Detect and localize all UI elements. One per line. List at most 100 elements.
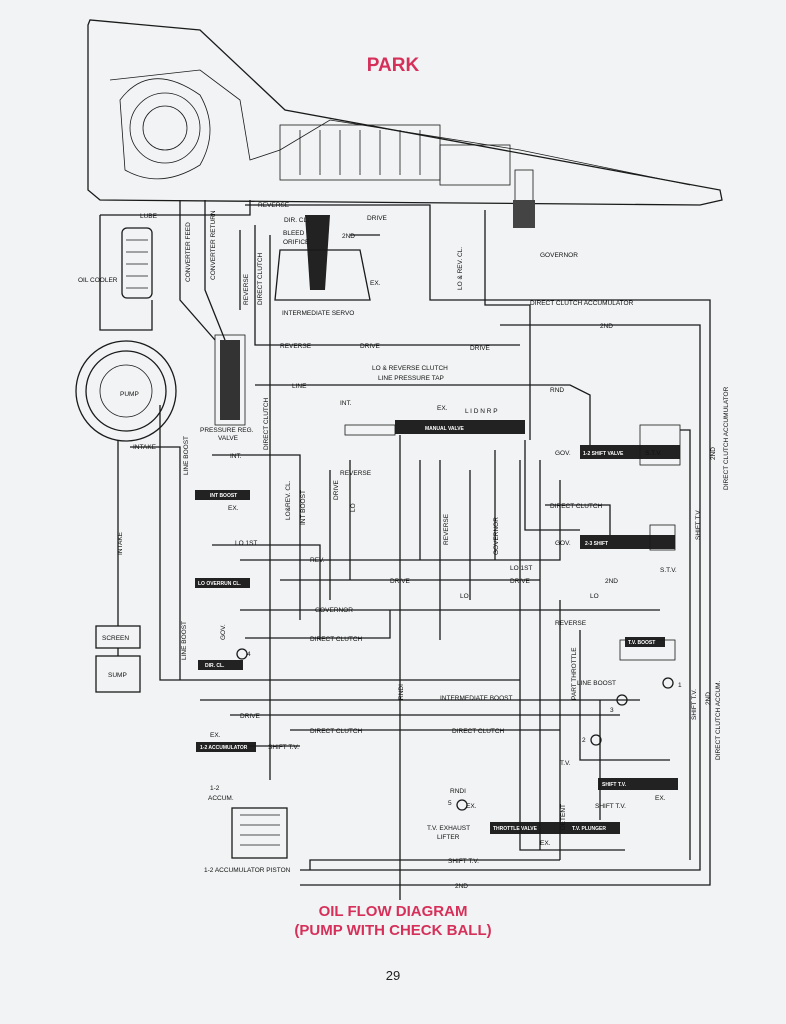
label-2nd-top: 2ND bbox=[342, 233, 355, 240]
subtitle-line-1: OIL FLOW DIAGRAM bbox=[318, 903, 468, 920]
label-tv-plunger: T.V. PLUNGER bbox=[572, 826, 606, 832]
label-ex-intboost: EX. bbox=[228, 505, 239, 512]
label-reverse-vert2: REVERSE bbox=[443, 513, 450, 545]
label-one-two: 1-2 bbox=[210, 785, 220, 792]
diagram-title: PARK bbox=[366, 55, 420, 76]
label-ex-tv: EX. bbox=[466, 803, 477, 810]
label-drive-vert: DRIVE bbox=[333, 479, 340, 500]
label-int-boost-valve: INT BOOST bbox=[210, 493, 237, 499]
tv-boost-valve bbox=[619, 637, 676, 661]
throttle-valve bbox=[490, 822, 620, 834]
shift-tv-valve bbox=[598, 778, 678, 790]
label-direct-clutch-bottom: DIRECT CLUTCH bbox=[310, 728, 363, 735]
label-rnd: RND bbox=[550, 387, 564, 394]
label-shift-tv-right: SHIFT T.V. bbox=[595, 803, 626, 810]
label-int-left: INT. bbox=[230, 453, 242, 460]
label-ex-servo: EX. bbox=[370, 280, 381, 287]
oil-passages bbox=[100, 200, 711, 900]
pump bbox=[75, 340, 177, 442]
label-drive-top: DRIVE bbox=[367, 215, 388, 222]
subtitle-line-2: (PUMP WITH CHECK BALL) bbox=[294, 922, 492, 939]
label-2nd-low: 2ND bbox=[605, 578, 618, 585]
label-direct-clutch-right: DIRECT CLUTCH bbox=[550, 503, 603, 510]
label-lo-1st-right: LO 1ST bbox=[510, 565, 532, 572]
label-ex-accum: EX. bbox=[210, 732, 221, 739]
label-stv-1: S.T.V. bbox=[645, 450, 662, 457]
label-direct-clutch-accumulator: DIRECT CLUTCH ACCUMULATOR bbox=[530, 300, 634, 307]
label-intermediate-boost: INTERMEDIATE BOOST bbox=[440, 695, 512, 702]
label-shift-tv-vert: SHIFT T.V. bbox=[695, 509, 702, 540]
label-ex-shift: EX. bbox=[655, 795, 666, 802]
label-lo-rev-cl2: LO&REV. CL. bbox=[285, 480, 292, 520]
check-ball-1 bbox=[662, 677, 674, 689]
label-intake: INTAKE bbox=[133, 444, 157, 451]
check-ball-4 bbox=[236, 648, 248, 660]
int-boost-valve bbox=[195, 490, 250, 500]
check-ball-3 bbox=[616, 694, 628, 706]
transmission-case bbox=[87, 19, 723, 228]
label-int: INT. bbox=[340, 400, 352, 407]
label-lo-overrun: LO OVERRUN CL. bbox=[198, 581, 241, 587]
label-one-two-accumulator: 1-2 ACCUMULATOR bbox=[200, 745, 248, 751]
check-ball-2 bbox=[590, 734, 602, 746]
label-gov-2: GOV. bbox=[555, 540, 571, 547]
label-line: LINE bbox=[292, 383, 307, 390]
label-dir-cl: DIR. CL. bbox=[284, 217, 309, 224]
label-ldnrp: L I D N R P bbox=[465, 408, 498, 415]
label-reverse-vert: REVERSE bbox=[243, 273, 250, 305]
oil-cooler bbox=[99, 215, 153, 331]
label-line-boost-right: LINE BOOST bbox=[577, 680, 616, 687]
manual-valve bbox=[344, 420, 525, 436]
label-direct-clutch-bottom2: DIRECT CLUTCH bbox=[452, 728, 505, 735]
label-governor-top: GOVERNOR bbox=[540, 252, 578, 259]
intermediate-servo bbox=[274, 215, 371, 301]
label-1: 1 bbox=[678, 682, 682, 689]
label-direct-clutch-low: DIRECT CLUTCH bbox=[310, 636, 363, 643]
label-intake-vert: INTAKE bbox=[117, 531, 124, 555]
label-shift-tv-bottom: SHIFT T.V. bbox=[448, 858, 479, 865]
label-reverse-right: REVERSE bbox=[555, 620, 587, 627]
label-reverse-low: REVERSE bbox=[340, 470, 372, 477]
label-rev: REV. bbox=[310, 557, 325, 564]
label-sump: SUMP bbox=[108, 672, 127, 679]
label-shift-tv-valve: SHIFT T.V. bbox=[602, 782, 627, 788]
label-shift-valve-12: 1-2 SHIFT VALVE bbox=[583, 451, 624, 457]
label-tv-boost: T.V. BOOST bbox=[628, 640, 655, 646]
label-shift-valve-23: 2-3 SHIFT bbox=[585, 541, 608, 547]
label-detent-vert: DETENT bbox=[560, 804, 567, 830]
label-gov-left: GOV. bbox=[220, 624, 227, 640]
label-3: 3 bbox=[610, 707, 614, 714]
label-direct-clutch-accum-vert2: DIRECT CLUTCH ACCUM. bbox=[715, 680, 722, 760]
label-pressure-reg-1: PRESSURE REG. bbox=[200, 427, 254, 434]
page-number: 29 bbox=[385, 968, 401, 983]
label-oil-cooler: OIL COOLER bbox=[78, 277, 118, 284]
label-drive-mid: DRIVE bbox=[360, 343, 381, 350]
label-tv-exhaust-2: LIFTER bbox=[437, 834, 460, 841]
label-4: 4 bbox=[247, 651, 251, 658]
label-rndi-low: RNDI bbox=[450, 788, 466, 795]
label-drive-right: DRIVE bbox=[470, 345, 491, 352]
label-converter-feed: CONVERTER FEED bbox=[185, 222, 192, 282]
label-pressure-reg-2: VALVE bbox=[218, 435, 239, 442]
label-direct-clutch-vert: DIRECT CLUTCH bbox=[257, 252, 264, 305]
label-int-boost: INT BOOST bbox=[300, 490, 307, 525]
label-ex-throttle: EX. bbox=[540, 840, 551, 847]
label-line-boost-left: LINE BOOST bbox=[181, 621, 188, 660]
label-lo-rev-cl: LO & REV. CL. bbox=[457, 247, 464, 290]
diagram-subtitle: OIL FLOW DIAGRAM (PUMP WITH CHECK BALL) bbox=[0, 902, 786, 940]
label-lo-vert: LO bbox=[350, 503, 357, 512]
label-direct-clutch-accum-vert: DIRECT CLUTCH ACCUMULATOR bbox=[723, 386, 730, 490]
label-ex-manual: EX. bbox=[437, 405, 448, 412]
diagram-labels: LUBE CONVERTER FEED CONVERTER RETURN OIL… bbox=[78, 202, 730, 890]
label-one-two-accumulator-piston: 1-2 ACCUMULATOR PISTON bbox=[204, 867, 291, 874]
label-accum: ACCUM. bbox=[208, 795, 234, 802]
label-screen: SCREEN bbox=[102, 635, 129, 642]
label-intermediate-servo: INTERMEDIATE SERVO bbox=[282, 310, 354, 317]
label-tv-exhaust-1: T.V. EXHAUST bbox=[427, 825, 470, 832]
label-bleed: BLEED bbox=[283, 230, 305, 237]
label-lo-reverse-clutch: LO & REVERSE CLUTCH bbox=[372, 365, 448, 372]
label-shift-tv-left: SHIFT T.V. bbox=[268, 744, 299, 751]
label-reverse-top: REVERSE bbox=[258, 202, 290, 209]
label-direct-clutch-vert2: DIRECT CLUTCH bbox=[263, 397, 270, 450]
